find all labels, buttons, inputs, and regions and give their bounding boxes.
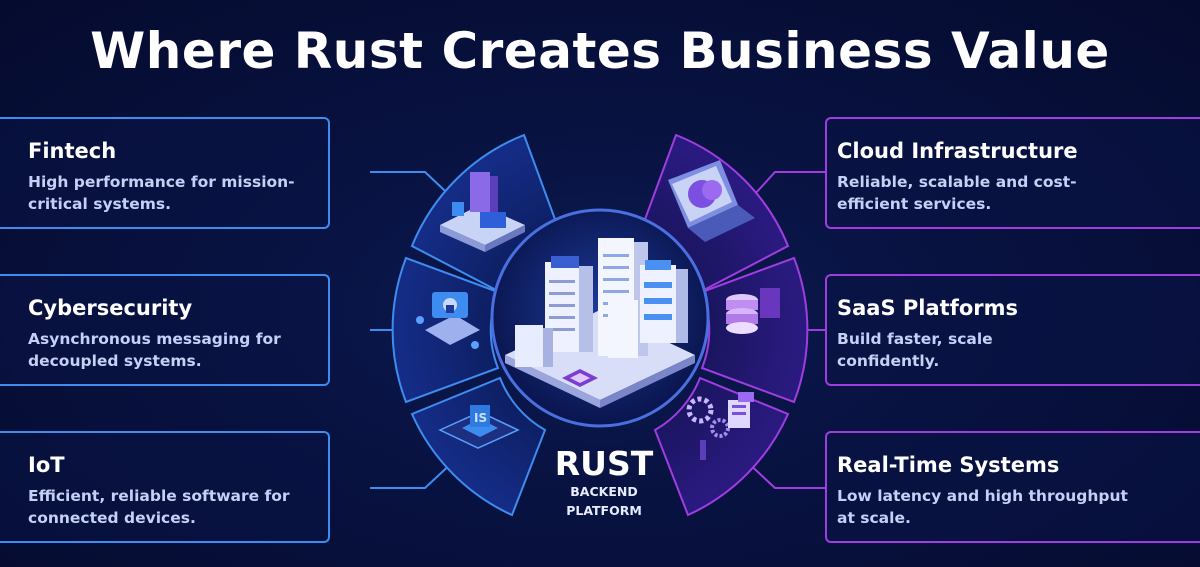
segment-realtime bbox=[653, 376, 790, 517]
card-heading: Real-Time Systems bbox=[837, 453, 1060, 477]
card-desc-line2: connected devices. bbox=[28, 509, 196, 527]
cloud-laptop-icon bbox=[668, 160, 755, 242]
card-desc-line2: decoupled systems. bbox=[28, 352, 202, 370]
microchip-icon: IS bbox=[438, 405, 520, 449]
card-fintech: Fintech High performance for mission- cr… bbox=[0, 117, 330, 229]
rust-subtitle-1: BACKEND bbox=[570, 484, 638, 499]
database-icon bbox=[726, 288, 780, 334]
rust-subtitle-2: PLATFORM bbox=[566, 503, 642, 518]
card-heading: IoT bbox=[28, 453, 65, 477]
card-desc-line1: High performance for mission- bbox=[28, 173, 295, 191]
card-desc-line1: Reliable, scalable and cost- bbox=[837, 173, 1077, 191]
card-heading: Cybersecurity bbox=[28, 296, 193, 320]
rust-title: RUST bbox=[554, 444, 654, 483]
card-desc-line2: confidently. bbox=[837, 352, 940, 370]
card-desc-line1: Asynchronous messaging for bbox=[28, 330, 281, 348]
card-saas-platforms: SaaS Platforms Build faster, scale confi… bbox=[825, 274, 1200, 386]
card-desc-line1: Efficient, reliable software for bbox=[28, 487, 290, 505]
page-title: Where Rust Creates Business Value bbox=[90, 22, 1110, 80]
gears-dashboard-icon bbox=[686, 392, 754, 460]
connector-realtime bbox=[744, 459, 825, 489]
rust-center-label: RUST BACKEND PLATFORM bbox=[548, 446, 660, 520]
card-heading: Cloud Infrastructure bbox=[837, 139, 1078, 163]
svg-text:IS: IS bbox=[474, 411, 487, 425]
card-heading: SaaS Platforms bbox=[837, 296, 1019, 320]
card-iot: IoT Efficient, reliable software for con… bbox=[0, 431, 330, 543]
card-desc-line1: Build faster, scale bbox=[837, 330, 993, 348]
card-cloud-infrastructure: Cloud Infrastructure Reliable, scalable … bbox=[825, 117, 1200, 229]
card-cybersecurity: Cybersecurity Asynchronous messaging for… bbox=[0, 274, 330, 386]
server-city-icon bbox=[505, 238, 695, 408]
lock-shield-icon bbox=[416, 292, 480, 349]
card-desc-line2: at scale. bbox=[837, 509, 911, 527]
connector-iot bbox=[370, 459, 456, 489]
card-real-time-systems: Real-Time Systems Low latency and high t… bbox=[825, 431, 1200, 543]
card-desc-line1: Low latency and high throughput bbox=[837, 487, 1128, 505]
card-desc-line2: efficient services. bbox=[837, 195, 992, 213]
card-heading: Fintech bbox=[28, 139, 117, 163]
card-desc-line2: critical systems. bbox=[28, 195, 171, 213]
office-desk-icon bbox=[440, 172, 525, 252]
